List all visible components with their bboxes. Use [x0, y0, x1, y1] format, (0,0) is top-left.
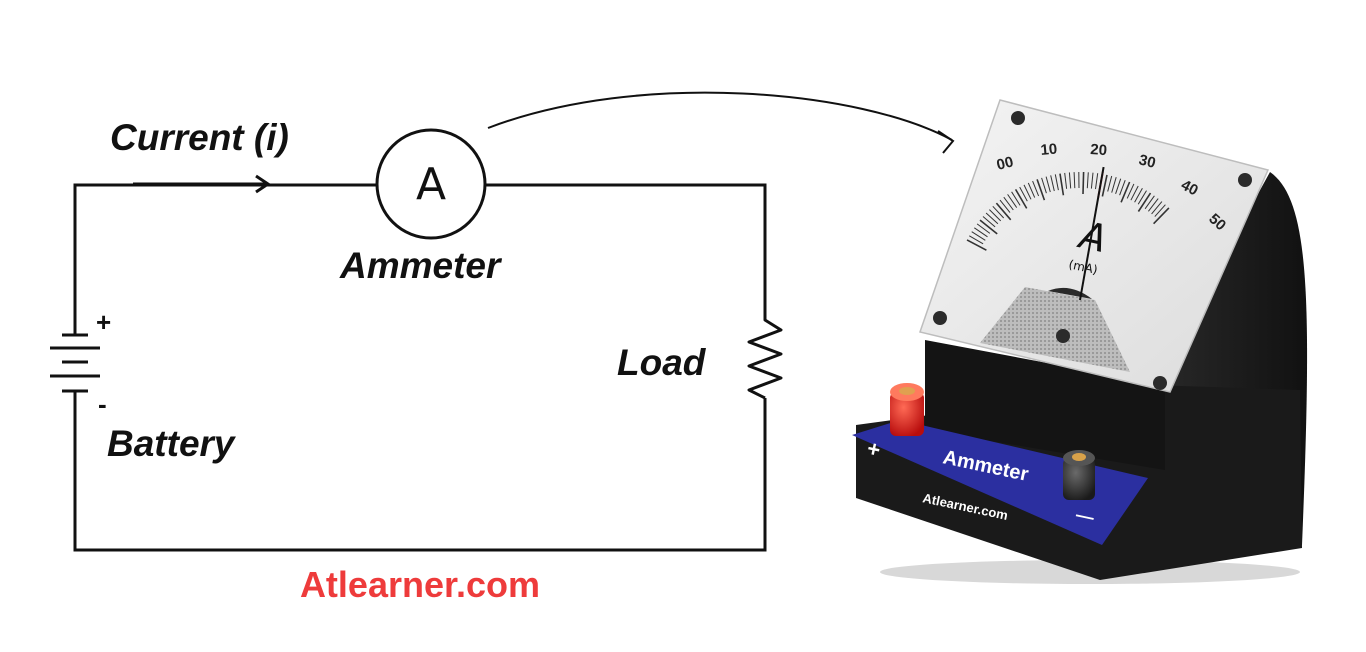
device-plate — [852, 420, 1148, 545]
scale-tick — [1126, 183, 1135, 199]
scale-tick — [1068, 172, 1072, 189]
scale-tick — [992, 205, 1005, 219]
scale-tick — [1059, 173, 1065, 196]
plus-sign: + — [96, 307, 111, 337]
load-resistor — [747, 310, 783, 400]
scale-tick — [1144, 195, 1155, 210]
scale-numbers: 00 10 20 30 40 50 — [995, 141, 1229, 235]
scale-tick — [1014, 188, 1028, 209]
scale-tick — [1130, 185, 1139, 201]
scale-tick — [1023, 184, 1032, 200]
scale-number-3: 30 — [1137, 151, 1157, 172]
ammeter-symbol-letter: A — [416, 159, 446, 210]
battery-symbol — [50, 333, 100, 393]
wire-top-right — [486, 183, 767, 310]
meter-needle — [1079, 166, 1105, 301]
scale-tick — [969, 235, 984, 245]
scale-number-2: 20 — [1090, 141, 1108, 159]
scale-tick — [1011, 191, 1021, 206]
minus-sign: - — [98, 389, 107, 419]
scale-tick — [1101, 174, 1108, 197]
screw-bottom-left — [933, 311, 947, 325]
scale-tick — [1148, 198, 1159, 212]
scale-tick — [1041, 177, 1047, 194]
scale-tick — [1036, 179, 1046, 201]
current-arrow — [133, 174, 271, 194]
mesh-window — [980, 287, 1130, 372]
black-terminal — [1063, 450, 1095, 500]
scale-tick — [999, 199, 1011, 213]
dial-unit: (mA) — [1067, 257, 1099, 277]
scale-tick — [1134, 187, 1143, 203]
current-label: Current (i) — [110, 117, 289, 158]
scale-tick — [1137, 190, 1147, 205]
scale-tick — [976, 223, 991, 234]
wire-right-lower — [73, 392, 767, 552]
scale-tick — [1064, 172, 1068, 189]
screw-top-left — [1011, 111, 1025, 125]
scale-ticks — [966, 171, 1170, 251]
scale-tick — [1045, 176, 1051, 193]
scale-tick — [1019, 186, 1028, 202]
scale-tick — [1137, 192, 1152, 212]
scale-tick — [1032, 180, 1040, 197]
watermark-text: Atlearner.com — [300, 564, 540, 605]
scale-tick — [1119, 180, 1126, 196]
pointer-arrow — [487, 91, 955, 154]
scale-tick — [1115, 178, 1122, 194]
scale-tick — [1073, 172, 1076, 189]
scale-tick — [974, 227, 988, 238]
screw-top-right — [1238, 173, 1252, 187]
red-terminal — [890, 383, 924, 436]
scale-tick — [1090, 172, 1094, 189]
device-base-minus: — — [1074, 504, 1096, 527]
screw-bottom-right — [1153, 376, 1167, 390]
circuit-diagram: A Current (i) Ammeter + - Battery Load — [50, 117, 783, 552]
ammeter-device: Ammeter Atlearner.com + — 00 — [852, 99, 1308, 584]
scale-tick — [985, 212, 999, 225]
scale-tick — [1050, 175, 1055, 192]
ammeter-symbol: A — [375, 128, 487, 240]
scale-tick — [1007, 194, 1018, 208]
scale-tick — [966, 239, 987, 251]
scale-tick — [982, 216, 996, 228]
ammeter-label: Ammeter — [339, 245, 503, 286]
scale-tick — [1107, 175, 1113, 192]
device-base-plus: + — [865, 435, 883, 462]
load-label: Load — [617, 342, 707, 383]
scale-number-4: 40 — [1178, 177, 1201, 200]
scale-number-1: 10 — [1040, 141, 1058, 159]
scale-tick — [1154, 204, 1166, 217]
scale-tick — [995, 202, 1012, 221]
scale-tick — [1151, 201, 1163, 215]
battery-label: Battery — [107, 423, 237, 464]
scale-tick — [1120, 181, 1131, 203]
scale-tick — [1054, 174, 1059, 191]
scale-tick — [1027, 182, 1036, 198]
scale-tick — [1111, 177, 1117, 193]
scale-number-0: 00 — [995, 153, 1015, 174]
scale-tick — [1095, 173, 1099, 190]
scale-tick — [1003, 196, 1014, 211]
scale-tick — [1086, 172, 1089, 189]
scale-tick — [1082, 171, 1085, 195]
wire-top-left — [73, 183, 377, 335]
scale-tick — [1153, 207, 1170, 225]
scale-tick — [989, 209, 1002, 222]
scale-tick — [979, 219, 998, 235]
scale-tick — [971, 231, 986, 241]
center-screw — [1056, 329, 1070, 343]
